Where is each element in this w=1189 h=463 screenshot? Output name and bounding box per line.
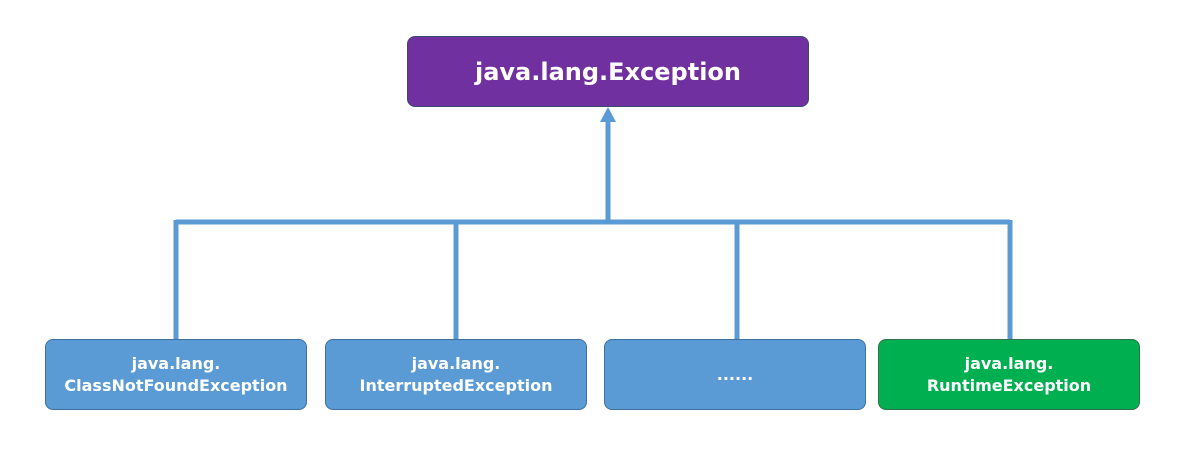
child-class-box-ellipsis: ......	[604, 339, 866, 410]
child-class-box-interrupted: java.lang. InterruptedException	[325, 339, 587, 410]
arrow-head-icon	[600, 107, 616, 122]
root-class-box: java.lang.Exception	[407, 36, 809, 107]
child-class-label-line1: java.lang.	[411, 353, 501, 373]
child-class-label-line2: ClassNotFoundException	[64, 375, 288, 395]
child-class-label-line1: ......	[716, 364, 754, 384]
root-class-label: java.lang.Exception	[474, 57, 741, 86]
child-class-label-line2: InterruptedException	[359, 375, 553, 395]
child-class-label-line1: java.lang.	[131, 353, 221, 373]
child-class-label-line2: RuntimeException	[926, 375, 1092, 395]
child-class-box-classnotfound: java.lang. ClassNotFoundException	[45, 339, 307, 410]
child-class-box-runtime: java.lang. RuntimeException	[878, 339, 1140, 410]
child-class-label-line1: java.lang.	[964, 353, 1054, 373]
